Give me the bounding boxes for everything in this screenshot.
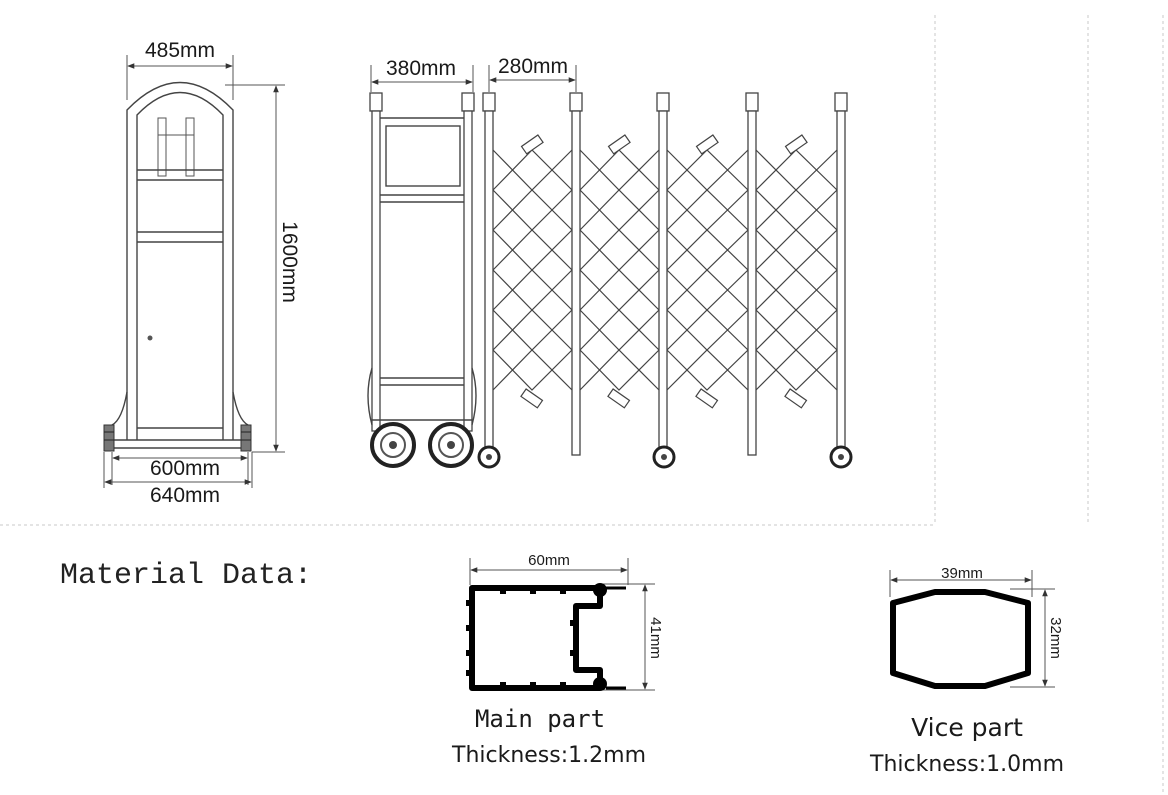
main-height-label: 41mm — [647, 617, 664, 659]
main-part-caption: Main part — [475, 705, 605, 733]
side-view — [367, 92, 853, 469]
vice-part-thickness: Thickness:1.0mm — [869, 752, 1064, 777]
vice-height-label: 32mm — [1047, 617, 1064, 659]
material-heading: Material Data: — [60, 559, 312, 593]
main-part-profile: 60mm 41mm — [466, 552, 664, 691]
dim-280: 280mm — [498, 55, 568, 78]
dim-485: 485mm — [145, 39, 215, 62]
vice-part-profile: 39mm 32mm — [889, 565, 1064, 689]
dim-1600: 1600mm — [278, 221, 301, 303]
vice-part-caption: Vice part — [911, 713, 1023, 742]
main-width-label: 60mm — [528, 552, 570, 569]
dim-600: 600mm — [150, 457, 220, 480]
front-dimensions: 485mm 1600mm 600mm 640mm — [103, 39, 301, 507]
dim-640: 640mm — [150, 484, 220, 507]
side-dimensions: 380mm 280mm — [370, 55, 577, 92]
vice-width-label: 39mm — [941, 565, 983, 582]
drawing-frame — [0, 15, 1164, 795]
dim-380: 380mm — [386, 57, 456, 80]
front-view — [103, 81, 252, 452]
gate-posts — [569, 92, 853, 469]
scissor-lattice — [492, 134, 838, 409]
main-part-thickness: Thickness:1.2mm — [451, 743, 646, 768]
